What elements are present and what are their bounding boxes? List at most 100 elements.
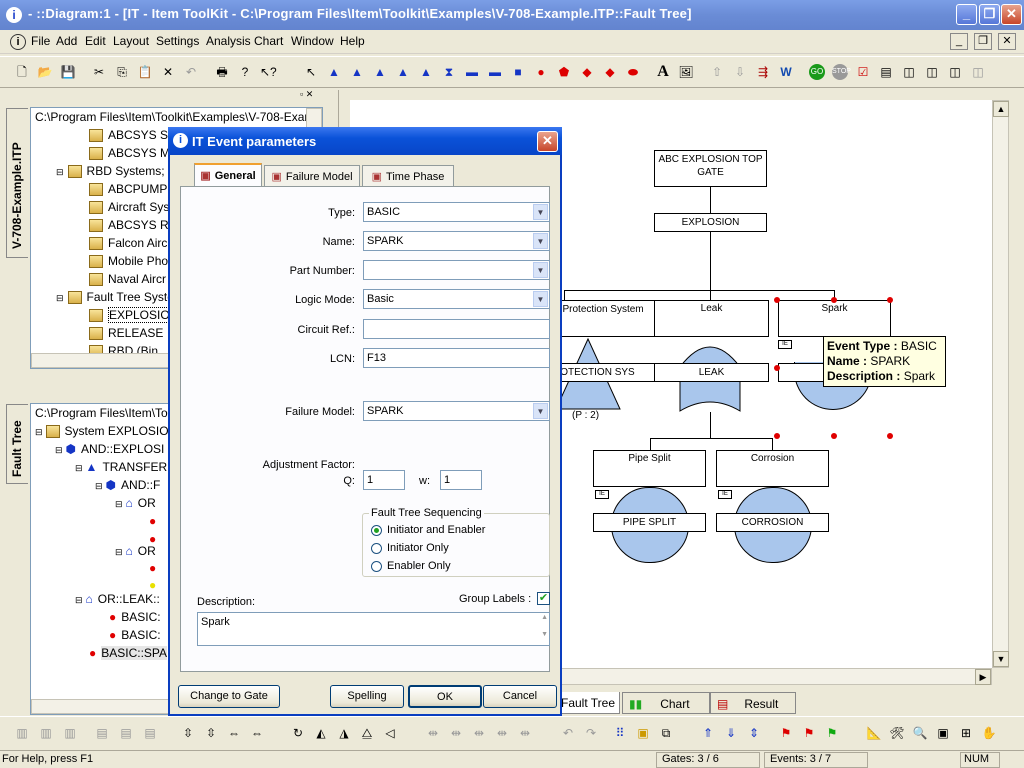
selection-handle[interactable] [831,297,837,303]
tree-item[interactable]: RELEASE [89,326,163,341]
tree-item[interactable]: ABCSYS S [89,128,168,143]
part-number-select[interactable]: ▼ [363,260,550,280]
restore-button[interactable]: ❐ [979,4,1000,25]
properties-icon[interactable]: 🛠 [889,726,905,740]
select-icon[interactable]: ▣ [637,726,649,740]
align-icon[interactable]: ▥ [40,726,52,740]
gate6-icon[interactable]: ⧗ [444,65,454,79]
tree-item[interactable]: ⊟RBD Systems; [56,164,165,179]
space-icon[interactable]: ⇹ [473,726,485,740]
desc-scroll-up[interactable]: ▲ [541,614,548,621]
nav-down-icon[interactable]: ⇓ [725,726,737,740]
cancel-button[interactable]: Cancel [483,685,557,708]
scroll-up-button[interactable]: ▲ [993,101,1009,117]
tree-item[interactable]: ⊟⬢AND::F [95,478,161,492]
lcn-input[interactable]: F13 [363,348,550,368]
event-desc-box[interactable]: Spark [778,300,891,337]
redo-icon[interactable]: ↷ [585,726,597,740]
hand-icon[interactable]: ✋ [981,726,997,740]
top-gate-label[interactable]: EXPLOSION [654,213,767,232]
group-labels-checkbox[interactable]: ✔ [537,592,550,605]
selection-handle[interactable] [831,433,837,439]
gate3-icon[interactable]: ▲ [374,65,386,79]
zoom-all-icon[interactable]: ⊞ [960,726,972,740]
tree-item[interactable]: ⊟System EXPLOSION [35,424,178,439]
compare4-icon[interactable]: ◫ [972,65,984,79]
tab-result[interactable]: ▤Result [710,692,796,714]
type-select[interactable]: BASIC▼ [363,202,550,222]
paste-icon[interactable]: 📋 [137,65,153,79]
pointer-icon[interactable]: ↖ [305,65,317,79]
menu-layout[interactable]: Layout [113,34,150,48]
compare3-icon[interactable]: ◫ [949,65,961,79]
go-icon[interactable]: GO [809,64,825,80]
tree-item[interactable]: Aircraft Sys [89,200,169,215]
selection-handle[interactable] [774,365,780,371]
gate7-icon[interactable]: ▬ [466,65,478,79]
mdi-close-button[interactable]: ✕ [998,33,1016,50]
event-label-box[interactable]: CORROSION [716,513,829,532]
measure-icon[interactable]: 📐 [866,726,882,740]
q-input[interactable]: 1 [363,470,405,490]
flip-icon[interactable]: ◁ [385,726,395,740]
event-label-box[interactable]: LEAK [654,363,769,382]
dialog-close-button[interactable]: ✕ [537,131,558,152]
event-label-box[interactable]: PIPE SPLIT [593,513,706,532]
mdi-minimize-button[interactable]: _ [950,33,968,50]
tree-item[interactable]: ● [149,561,156,575]
event-oval-icon[interactable]: ⬬ [627,65,639,79]
circuit-ref-input[interactable] [363,319,550,339]
event-desc-box[interactable]: Leak [654,300,769,337]
selection-handle[interactable] [887,297,893,303]
gate8-icon[interactable]: ▬ [489,65,501,79]
align-icon[interactable]: ▥ [16,726,28,740]
w-input[interactable]: 1 [440,470,482,490]
menu-file[interactable]: File [31,34,51,48]
tree-item[interactable]: ⊟▲TRANSFER [75,460,168,474]
compare2-icon[interactable]: ◫ [926,65,938,79]
event-basic-icon[interactable]: ● [537,65,545,79]
cut-icon[interactable]: ✂ [93,65,105,79]
nav-up-icon[interactable]: ⇑ [702,726,714,740]
tab-fault-tree[interactable]: Fault Tree [560,692,620,714]
event-house-icon[interactable]: ⬟ [558,65,570,79]
space-icon[interactable]: ⇹ [496,726,508,740]
move-up-icon[interactable]: ⇧ [711,65,723,79]
tree-item[interactable]: ⊟⬢AND::EXPLOSI [55,442,165,456]
tree-item[interactable]: ● [149,514,156,528]
failure-model-select[interactable]: SPARK▼ [363,401,550,421]
size-icon[interactable]: ⇔ [228,726,240,740]
move-down-icon[interactable]: ⇩ [734,65,746,79]
change-to-gate-button[interactable]: Change to Gate [178,685,280,708]
rotate-icon[interactable]: ↻ [292,726,304,740]
tree-item[interactable]: ⊟⌂OR [115,496,156,510]
grid-icon[interactable]: ⠿ [615,726,625,740]
gate4-icon[interactable]: ▲ [397,65,409,79]
align-icon[interactable]: ▤ [144,726,156,740]
spelling-button[interactable]: Spelling [330,685,404,708]
tree-item-selected[interactable]: EXPLOSIO [89,307,171,323]
flip-icon[interactable]: ◭ [316,726,326,740]
menu-add[interactable]: Add [56,34,78,48]
and-gate-icon[interactable]: ▲ [328,65,340,79]
ok-button[interactable]: OK [408,685,482,708]
word-export-icon[interactable]: W [780,65,792,79]
selection-handle[interactable] [774,297,780,303]
tree-item[interactable]: ABCSYS M [89,146,170,161]
tab-chart[interactable]: ▮▮Chart [622,692,710,714]
canvas-hscrollbar[interactable]: ▶ [560,668,992,685]
tree-item[interactable]: ●BASIC: [109,628,161,642]
radio-initiator-only[interactable] [371,543,382,554]
space-icon[interactable]: ⇹ [427,726,439,740]
left-pane-close[interactable]: ▫ ✕ [300,89,314,99]
space-icon[interactable]: ⇹ [519,726,531,740]
logic-mode-select[interactable]: Basic▼ [363,289,550,309]
tree-item[interactable]: ⊟⌂OR::LEAK:: [75,592,160,606]
tree-item[interactable]: ABCSYS R [89,218,169,233]
image-tool-icon[interactable]: 🖼 [678,65,694,79]
project-side-tab[interactable]: V-708-Example.ITP [6,108,28,258]
open-icon[interactable]: 📂 [37,65,53,79]
flag-icon[interactable]: ⚑ [826,726,838,740]
undo-icon[interactable]: ↶ [562,726,574,740]
context-help-icon[interactable]: ↖? [260,65,277,79]
